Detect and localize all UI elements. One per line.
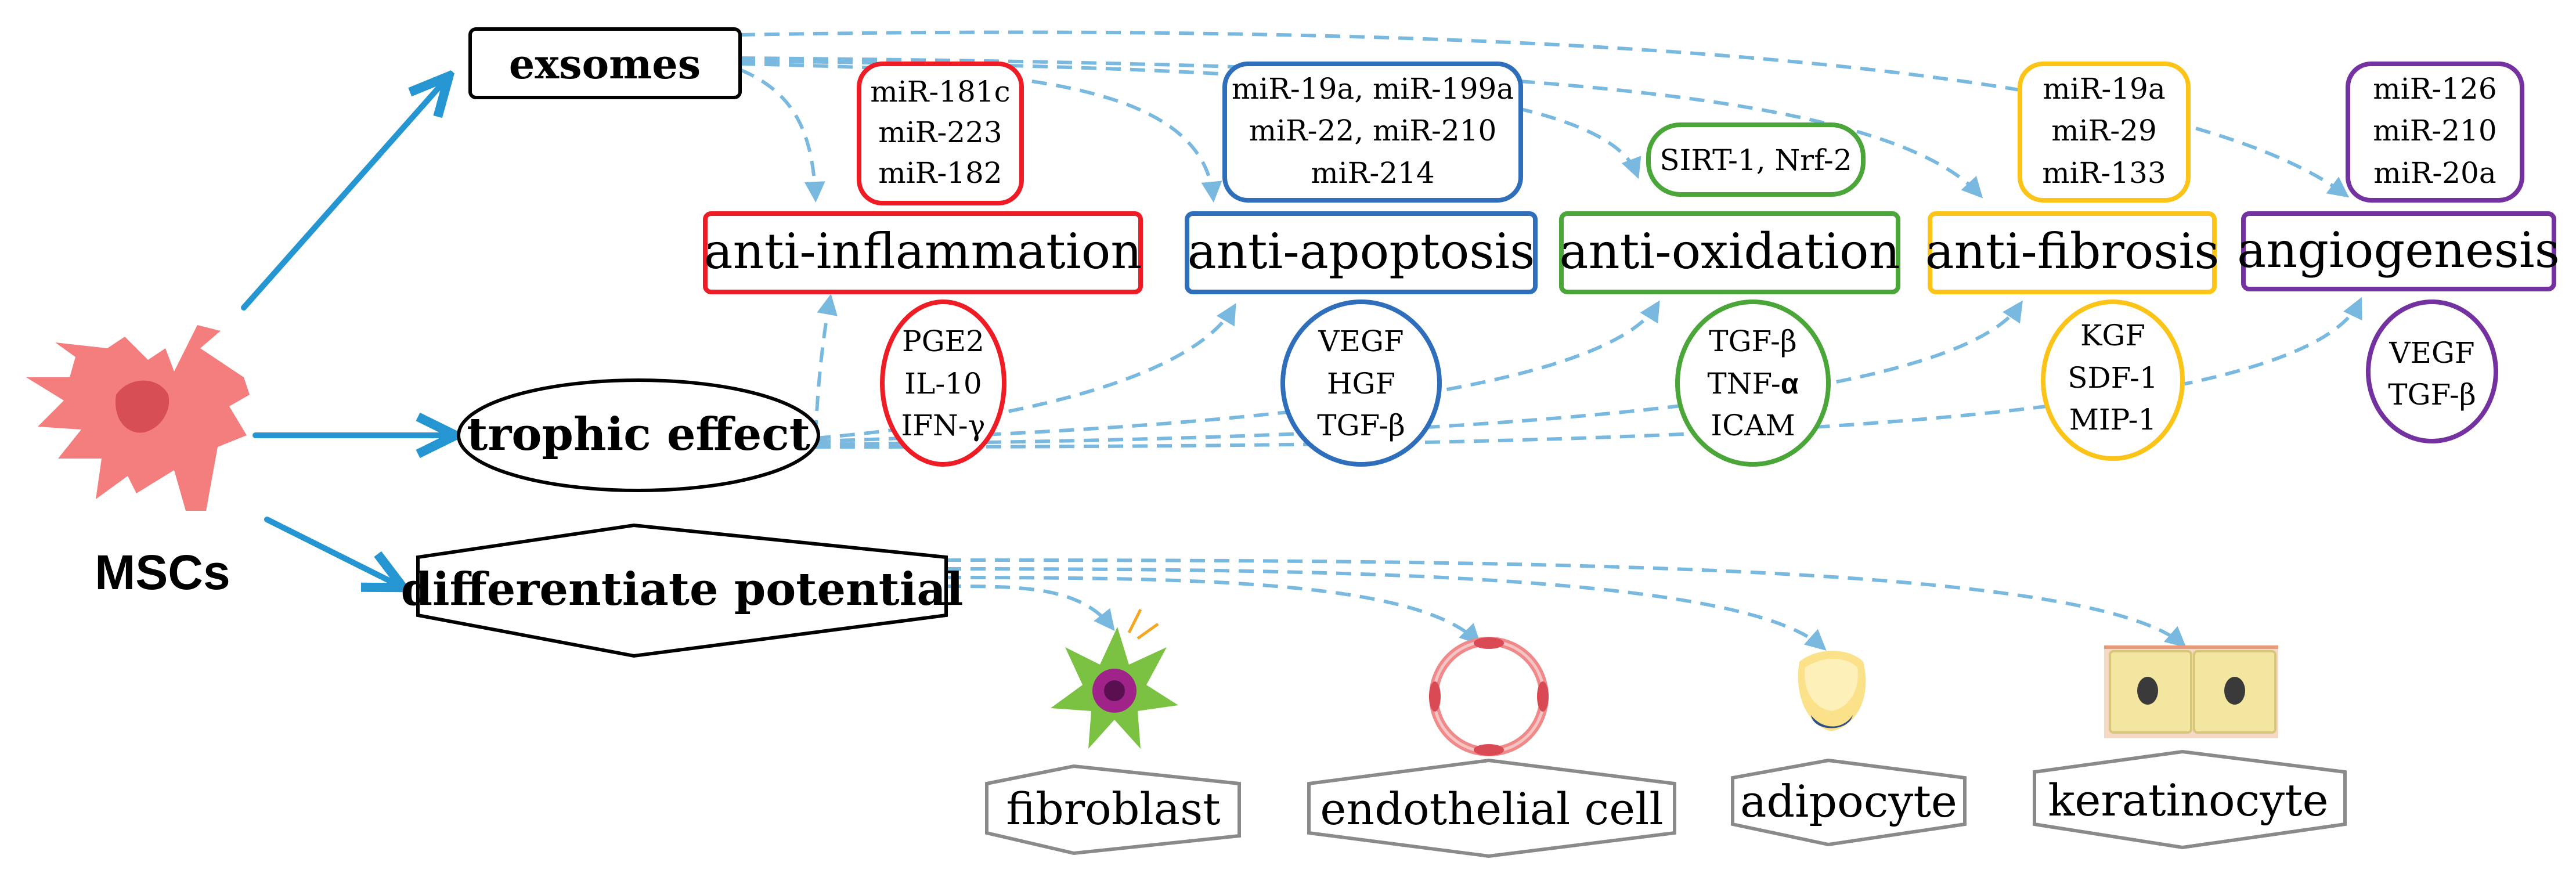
differentiate-potential-label: differentiate potential — [401, 563, 963, 616]
trophic-to-angiogenesis-arrow — [815, 297, 2362, 449]
keratinocyte-icon — [2104, 645, 2278, 738]
anti-oxidation-label: anti-oxidation — [1559, 223, 1900, 280]
anti-fibrosis-mirna-box — [2018, 62, 2191, 203]
exosomes-label: exsomes — [509, 40, 701, 88]
anti-apoptosis-mirna-box — [1222, 62, 1523, 203]
anti-fibrosis-mirna-2: miR-29 — [2051, 114, 2157, 147]
adipocyte-label-hexagon: adipocyte — [1731, 758, 1967, 847]
adipocyte-label: adipocyte — [1740, 775, 1957, 827]
differentiate-to-endothelial-arrow — [946, 576, 1481, 645]
anti-inflammation-factor-3: IFN-γ — [901, 409, 986, 442]
anti-fibrosis-label: anti-fibrosis — [1925, 223, 2220, 280]
differentiate-to-adipocyte-arrow — [946, 567, 1827, 651]
anti-oxidation-mirna-1: SIRT-1, Nrf-2 — [1659, 143, 1852, 177]
anti-fibrosis-box — [1928, 211, 2217, 294]
exosomes-to-angiogenesis-arrow — [739, 30, 2350, 198]
anti-fibrosis-factor-3: MIP-1 — [2069, 403, 2157, 436]
anti-inflammation-factor-1: PGE2 — [902, 324, 984, 358]
anti-inflammation-factor-circle — [880, 300, 1006, 467]
anti-inflammation-box — [703, 211, 1143, 294]
exosomes-to-anti-inflammation-arrow — [739, 68, 825, 203]
angiogenesis-mirna-box — [2346, 62, 2524, 203]
anti-fibrosis-factor-circle — [2041, 300, 2185, 461]
trophic-effect-ellipse: trophic effect — [457, 378, 820, 492]
anti-oxidation-group: SIRT-1, Nrf-2 anti-oxidation TGF-β TNF-α… — [1559, 122, 1900, 467]
msc-label: MSCs — [95, 545, 230, 600]
anti-oxidation-factor-2-text: TNF- — [1707, 367, 1780, 400]
anti-inflammation-group: miR-181c miR-223 miR-182 anti-inflammati… — [703, 62, 1143, 467]
anti-apoptosis-mirna-3: miR-214 — [1311, 156, 1434, 190]
trophic-to-anti-fibrosis-arrow — [815, 300, 2023, 446]
anti-inflammation-mirna-box — [857, 62, 1024, 205]
differentiate-to-keratinocyte-arrow — [946, 558, 2187, 648]
fibroblast-label: fibroblast — [1006, 783, 1220, 835]
solid-arrows — [241, 78, 453, 586]
exosomes-to-anti-oxidation-arrow — [739, 59, 1641, 179]
anti-inflammation-factor-2: IL-10 — [904, 367, 982, 400]
anti-apoptosis-box — [1185, 211, 1538, 294]
angiogenesis-mirna-2: miR-210 — [2373, 114, 2496, 147]
angiogenesis-factor-2: TGF-β — [2388, 378, 2476, 412]
trophic-effect-label: trophic effect — [467, 408, 810, 461]
anti-apoptosis-factor-circle — [1280, 300, 1442, 467]
anti-fibrosis-factor-2: SDF-1 — [2068, 361, 2158, 395]
anti-inflammation-mirna-2: miR-223 — [878, 116, 1002, 149]
anti-fibrosis-mirna-1: miR-19a — [2043, 72, 2165, 106]
anti-apoptosis-group: miR-19a, miR-199a miR-22, miR-210 miR-21… — [1185, 62, 1538, 467]
fibroblast-icon — [1051, 608, 1178, 749]
angiogenesis-mirna-3: miR-20a — [2373, 156, 2496, 190]
exosomes-box: exsomes — [468, 27, 742, 99]
endothelial-cell-label-hexagon: endothelial cell — [1307, 758, 1676, 858]
anti-apoptosis-mirna-1: miR-19a, miR-199a — [1232, 72, 1514, 106]
angiogenesis-factor-1: VEGF — [2389, 336, 2474, 370]
anti-oxidation-factor-3: ICAM — [1711, 409, 1795, 442]
angiogenesis-box — [2241, 211, 2556, 291]
keratinocyte-label: keratinocyte — [2048, 774, 2328, 826]
angiogenesis-mirna-1: miR-126 — [2373, 72, 2496, 106]
endothelial-cell-label: endothelial cell — [1320, 783, 1663, 835]
anti-apoptosis-factor-1: VEGF — [1318, 324, 1404, 358]
angiogenesis-label: angiogenesis — [2237, 222, 2560, 279]
exosomes-to-anti-apoptosis-arrow — [739, 62, 1222, 203]
angiogenesis-group: miR-126 miR-210 miR-20a angiogenesis VEG… — [2237, 62, 2560, 443]
adipocyte-icon — [1798, 651, 1866, 731]
trophic-to-anti-apoptosis-arrow — [815, 303, 1236, 440]
differentiate-potential-hexagon: differentiate potential — [401, 523, 964, 658]
anti-oxidation-box — [1559, 211, 1900, 294]
anti-fibrosis-mirna-3: miR-133 — [2042, 156, 2166, 190]
differentiate-to-fibroblast-arrow — [946, 584, 1115, 632]
anti-oxidation-mirna-box — [1646, 122, 1866, 197]
anti-oxidation-factor-2-suffix: α — [1781, 367, 1799, 400]
anti-inflammation-mirna-1: miR-181c — [870, 75, 1010, 109]
anti-oxidation-factor-2: TNF-α — [1707, 367, 1798, 400]
anti-inflammation-label: anti-inflammation — [704, 223, 1142, 280]
anti-apoptosis-label: anti-apoptosis — [1188, 223, 1535, 280]
dashed-connectors — [739, 30, 2362, 651]
angiogenesis-factor-circle — [2366, 300, 2498, 443]
exosomes-to-anti-fibrosis-arrow — [739, 56, 1983, 199]
msc-cell-icon — [26, 325, 250, 511]
anti-apoptosis-factor-3: TGF-β — [1317, 409, 1405, 442]
msc-to-differentiate-arrow — [264, 517, 401, 586]
anti-fibrosis-factor-1: KGF — [2080, 319, 2145, 352]
fibroblast-label-hexagon: fibroblast — [985, 764, 1241, 856]
anti-oxidation-factor-1: TGF-β — [1709, 324, 1797, 358]
endothelial-cell-icon — [1429, 637, 1549, 756]
anti-apoptosis-factor-2: HGF — [1327, 367, 1395, 400]
keratinocyte-label-hexagon: keratinocyte — [2033, 749, 2347, 850]
anti-inflammation-mirna-3: miR-182 — [878, 156, 1002, 190]
msc-to-exosomes-arrow — [241, 78, 447, 311]
trophic-to-anti-inflammation-arrow — [814, 294, 838, 436]
trophic-to-anti-oxidation-arrow — [815, 300, 1660, 443]
anti-oxidation-factor-circle — [1675, 300, 1831, 467]
anti-apoptosis-mirna-2: miR-22, miR-210 — [1249, 114, 1497, 147]
anti-fibrosis-group: miR-19a miR-29 miR-133 anti-fibrosis KGF… — [1925, 62, 2220, 461]
